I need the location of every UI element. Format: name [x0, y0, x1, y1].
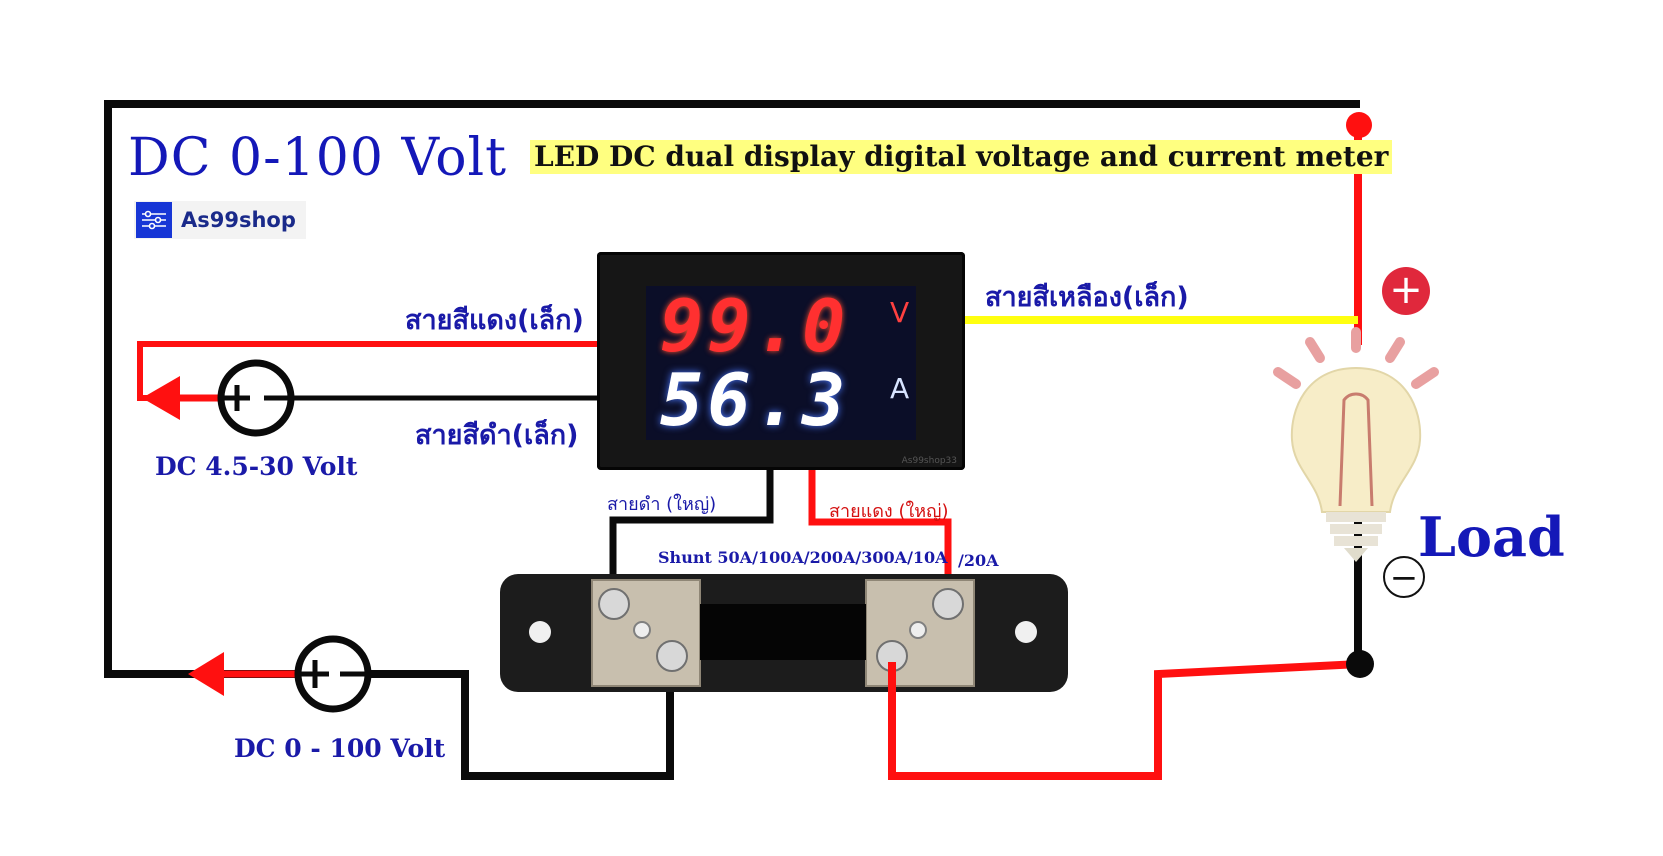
shunt-mount-hole-left [529, 621, 551, 643]
small-current-arrow [142, 376, 180, 420]
small-supply-symbol [217, 359, 295, 437]
current-unit: A [890, 372, 910, 405]
circuit-board-icon [136, 202, 172, 238]
positive-node [1346, 112, 1372, 138]
light-bulb-icon [1273, 327, 1439, 562]
load-label: Load [1418, 505, 1565, 569]
yellow-small-wire-label: สายสีเหลือง(เล็ก) [985, 282, 1189, 313]
shunt-label-extra: /20A [958, 551, 999, 570]
red-small-wire [137, 341, 597, 401]
shunt-mount-hole-right [1015, 621, 1037, 643]
diagram-title: DC 0-100 Volt [128, 128, 508, 188]
voltage-unit: V [890, 296, 910, 329]
shunt-screw [633, 621, 651, 639]
main-black-return-wire [370, 660, 674, 780]
small-supply-label: DC 4.5-30 Volt [155, 452, 358, 481]
shunt-screw [909, 621, 927, 639]
main-current-arrow [188, 652, 224, 696]
black-big-wire-label: สายดำ (ใหญ่) [607, 494, 717, 515]
shunt-screw [932, 588, 964, 620]
red-big-wire [808, 470, 952, 600]
shunt-screw [656, 640, 688, 672]
volt-amp-meter: 99.0 V 56.3 A As99shop33 [597, 252, 965, 470]
main-supply-label: DC 0 - 100 Volt [234, 734, 446, 763]
red-return-wire [888, 660, 1361, 780]
voltage-reading: 99.0 [660, 284, 850, 368]
red-big-wire-label: สายแดง (ใหญ่) [829, 501, 949, 522]
shop-logo: As99shop [134, 201, 306, 239]
logo-text: As99shop [181, 208, 296, 232]
black-big-wire [609, 470, 774, 600]
red-small-wire-label: สายสีแดง(เล็ก) [405, 305, 584, 336]
current-reading: 56.3 [660, 358, 850, 442]
shunt-label: Shunt 50A/100A/200A/300A/10A [658, 548, 948, 567]
diagram-subtitle: LED DC dual display digital voltage and … [530, 140, 1393, 174]
black-small-wire-label: สายสีดำ(เล็ก) [415, 420, 579, 451]
shunt-resistor-strip [700, 604, 866, 660]
meter-display: 99.0 V 56.3 A [646, 284, 916, 442]
meter-brand-text: As99shop33 [901, 456, 957, 466]
negative-terminal-badge: − [1383, 556, 1425, 598]
positive-terminal-badge: + [1382, 267, 1430, 315]
shunt-screw [598, 588, 630, 620]
